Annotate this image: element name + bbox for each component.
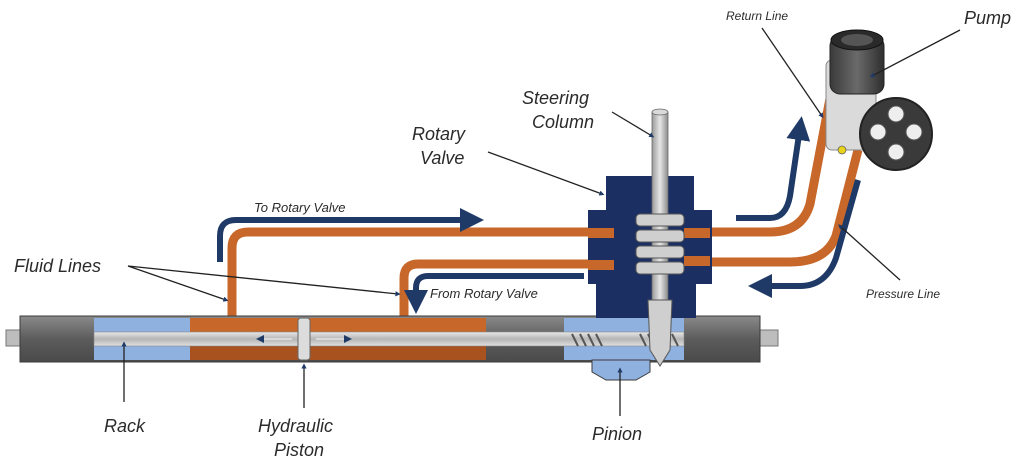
pump-indicator (837, 145, 847, 155)
steering-column-label-line2: Column (532, 112, 594, 132)
fluid-lines (227, 87, 863, 318)
rack-label: Rack (104, 416, 146, 436)
pump-pulley-holes (869, 105, 923, 161)
return-line-pipe (700, 87, 837, 237)
rotary-valve (588, 176, 712, 318)
rotary-valve-housing-base (596, 284, 696, 318)
fluid-lines-leader-1 (127, 265, 229, 302)
leader-lines (121, 27, 961, 416)
to-rotary-valve-label: To Rotary Valve (254, 200, 346, 215)
hydraulic-piston (297, 317, 311, 361)
steering-column-top (651, 108, 669, 116)
rack-assembly (5, 315, 779, 381)
pinion-gear (647, 299, 673, 367)
steering-column (635, 108, 685, 367)
valve-port-left-upper (588, 228, 614, 238)
pressure-line-pipe (700, 148, 863, 267)
valve-spool (635, 213, 685, 275)
return-line-label: Return Line (726, 9, 788, 23)
from-rotary-valve-label: From Rotary Valve (430, 286, 538, 301)
flow-arrows (217, 116, 861, 314)
rotary-valve-leader (487, 151, 605, 196)
fluid-lines-label: Fluid Lines (14, 256, 101, 276)
to-rotary-valve-arrow (217, 208, 484, 262)
return-flow-arrow (736, 116, 811, 221)
pressure-line-leader (838, 224, 901, 281)
return-line-leader (761, 27, 824, 119)
rotary-valve-label-line2: Valve (420, 148, 464, 168)
steering-column-leader (611, 111, 655, 138)
pressure-line-label: Pressure Line (866, 287, 940, 301)
fluid-line-upper (227, 227, 592, 318)
pump (825, 29, 933, 171)
steering-column-label-line1: Steering (522, 88, 589, 108)
labels: Pump Return Line Steering Column Rotary … (14, 8, 1011, 460)
pinion-label: Pinion (592, 424, 642, 444)
valve-port-right-lower (684, 256, 710, 266)
from-rotary-valve-arrow (404, 273, 584, 314)
hydraulic-piston-label-line2: Piston (274, 440, 324, 460)
pump-leader (869, 29, 961, 78)
pump-reservoir-opening (841, 34, 873, 46)
pinion-chamber-bottom (591, 359, 651, 381)
valve-port-right-upper (684, 228, 710, 238)
rotary-valve-housing-top (606, 176, 694, 216)
pump-label: Pump (964, 8, 1011, 28)
pressure-flow-arrow (748, 179, 861, 298)
pump-pulley (859, 97, 933, 171)
hydraulic-piston-label-line1: Hydraulic (258, 416, 333, 436)
fluid-lines-leader-2 (127, 265, 401, 297)
rotary-valve-label-line1: Rotary (412, 124, 466, 144)
valve-port-left-lower (588, 260, 614, 270)
fluid-line-lower (399, 259, 592, 318)
rack-rod (93, 331, 685, 347)
